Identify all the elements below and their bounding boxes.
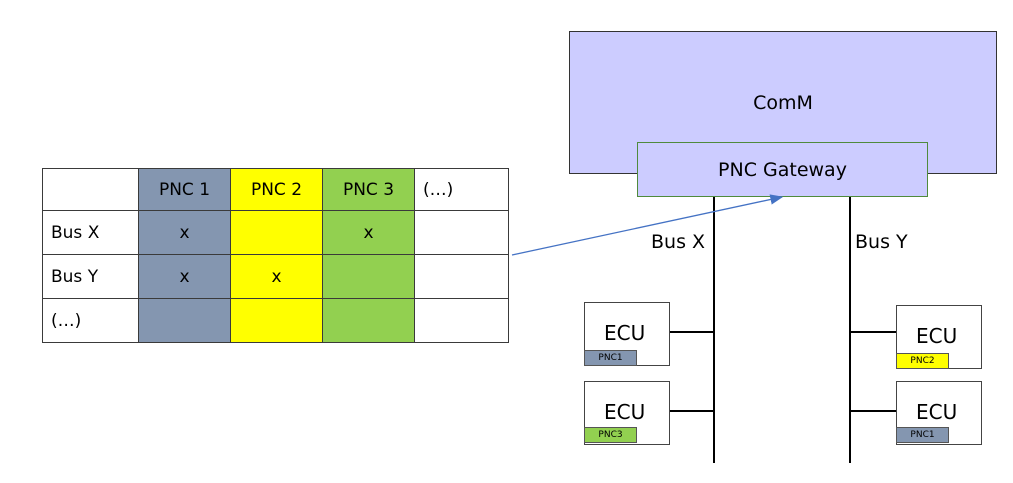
header-pnc2: PNC 2 bbox=[230, 168, 323, 211]
pnc-tag: PNC2 bbox=[896, 353, 949, 369]
header-more: (…) bbox=[414, 168, 509, 211]
pnc-gateway-box: PNC Gateway bbox=[637, 142, 928, 197]
table-cell bbox=[230, 210, 323, 255]
table-row: Bus X x x bbox=[42, 210, 509, 255]
table-corner-cell bbox=[42, 168, 139, 211]
row-label: (…) bbox=[42, 298, 139, 343]
header-pnc3: PNC 3 bbox=[322, 168, 415, 211]
table-cell: x bbox=[322, 210, 415, 255]
pnc-mapping-table: PNC 1 PNC 2 PNC 3 (…) Bus X x x Bus Y x … bbox=[42, 168, 509, 343]
table-cell: x bbox=[230, 254, 323, 299]
table-cell bbox=[414, 254, 509, 299]
table-cell: x bbox=[138, 210, 231, 255]
ecu-label: ECU bbox=[604, 400, 646, 424]
table-to-gateway-arrow bbox=[511, 194, 784, 256]
table-header-row: PNC 1 PNC 2 PNC 3 (…) bbox=[42, 168, 509, 211]
bus-x-label: Bus X bbox=[651, 231, 706, 253]
table-row: Bus Y x x bbox=[42, 254, 509, 299]
bus-y-label: Bus Y bbox=[855, 231, 908, 253]
table-row: (…) bbox=[42, 298, 509, 343]
table-cell bbox=[414, 210, 509, 255]
pnc-tag: PNC3 bbox=[584, 427, 637, 443]
comm-label: ComM bbox=[753, 92, 813, 114]
table-cell bbox=[138, 298, 231, 343]
row-label: Bus Y bbox=[42, 254, 139, 299]
ecu-label: ECU bbox=[916, 324, 958, 348]
table-cell bbox=[414, 298, 509, 343]
pnc-tag: PNC1 bbox=[584, 350, 637, 366]
table-cell bbox=[230, 298, 323, 343]
ecu-label: ECU bbox=[604, 321, 646, 345]
pnc-tag: PNC1 bbox=[896, 427, 949, 443]
table-cell bbox=[322, 254, 415, 299]
ecu-label: ECU bbox=[916, 400, 958, 424]
